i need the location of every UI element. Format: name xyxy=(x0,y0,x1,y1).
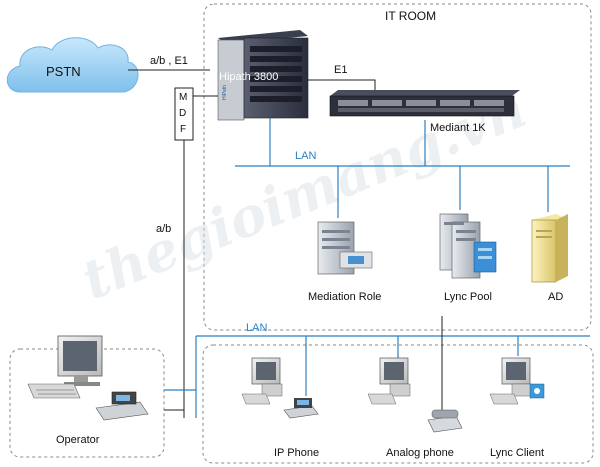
lync-pool-icon xyxy=(439,213,497,279)
lync-client-label: Lync Client xyxy=(490,447,544,459)
pstn-label: PSTN xyxy=(46,64,81,79)
mediant-device xyxy=(329,90,520,117)
lync-client-pc-icon xyxy=(489,357,533,405)
pstn-cloud xyxy=(6,37,139,93)
server-lan-label: LAN xyxy=(295,150,316,162)
ip-phone-icon xyxy=(283,398,319,419)
lync-client-logo-icon xyxy=(529,383,545,399)
ip-phone-label: IP Phone xyxy=(274,447,319,459)
hipath-label: Hipath 3800 xyxy=(219,71,278,83)
hipath-mediant-link-label: E1 xyxy=(334,64,347,76)
mediant-label: Mediant 1K xyxy=(430,122,486,134)
svg-text:HiPath: HiPath xyxy=(222,85,228,100)
analog-phone-label: Analog phone xyxy=(386,447,454,459)
lync-pool-label: Lync Pool xyxy=(444,291,492,303)
it-room-boundary xyxy=(203,3,592,331)
ad-server-icon xyxy=(531,214,568,283)
operator-phone-icon xyxy=(95,391,149,421)
ab-label: a/b xyxy=(156,223,171,235)
analog-phone-icon xyxy=(427,409,463,433)
operator-label: Operator xyxy=(56,434,100,446)
clients-boundary xyxy=(202,344,594,464)
mediation-server-icon xyxy=(317,221,373,275)
mdf-letter-f: F xyxy=(180,124,186,135)
mdf-letter-d: D xyxy=(179,108,186,119)
mdf-letter-m: M xyxy=(179,92,187,103)
bottom-lan-label: LAN xyxy=(246,322,267,334)
it-room-title: IT ROOM xyxy=(385,9,436,23)
mediation-label: Mediation Role xyxy=(308,291,381,303)
operator-monitor-icon xyxy=(57,335,103,386)
ip-phone-pc-icon xyxy=(241,357,283,405)
pstn-hipath-link-label: a/b , E1 xyxy=(150,55,188,67)
operator-keyboard-icon xyxy=(27,383,81,399)
ad-label: AD xyxy=(548,291,563,303)
analog-pc-icon xyxy=(367,357,411,405)
hipath-rack: HiPath xyxy=(217,30,309,121)
